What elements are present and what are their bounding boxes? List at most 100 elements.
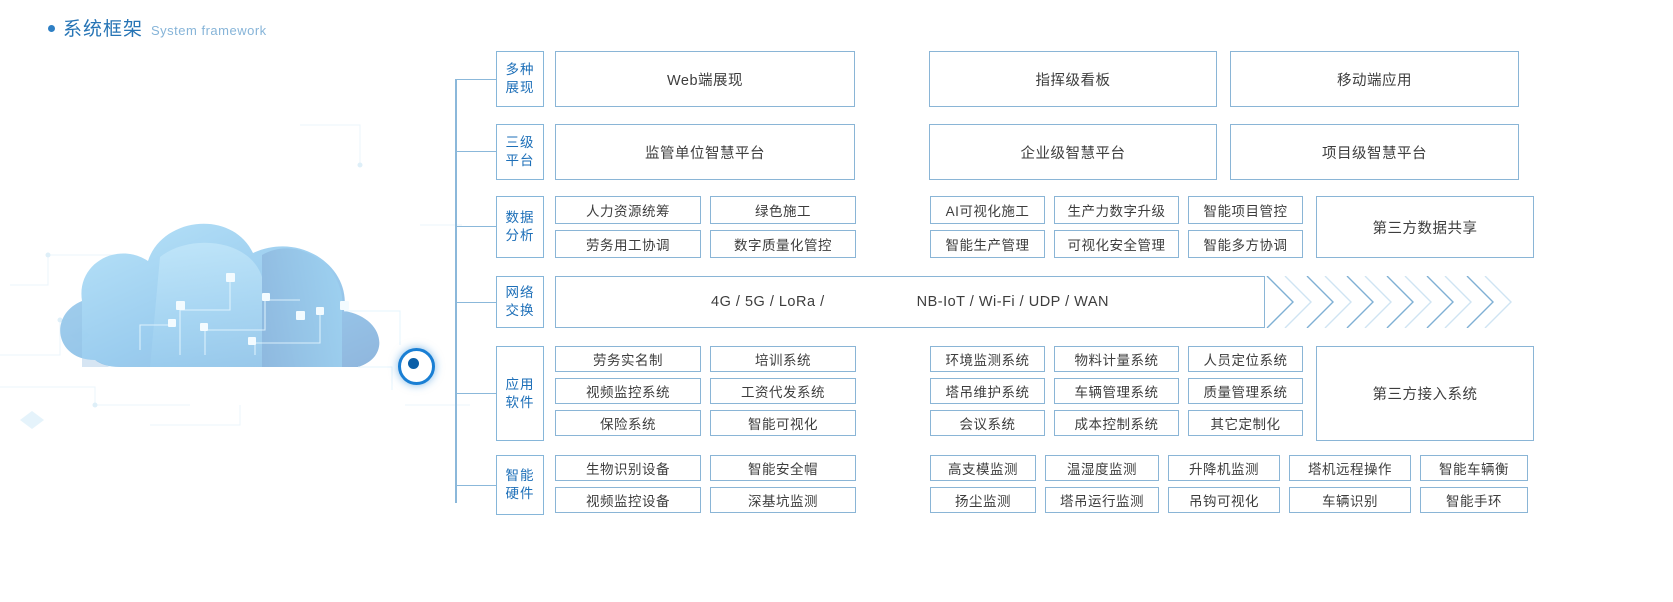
cell-supervision-platform[interactable]: 监管单位智慧平台 [555,124,855,180]
category-line-2: 软件 [505,394,535,410]
branch-line-data-analysis [455,226,496,227]
branch-line-presentation [455,79,496,80]
network-protocols-left: 4G / 5G / LoRa / [711,294,825,310]
cell-labor-coordination[interactable]: 劳务用工协调 [555,230,701,258]
cell-temp-humidity-monitoring[interactable]: 温湿度监测 [1045,455,1159,481]
cell-hoist-monitoring[interactable]: 升降机监测 [1168,455,1280,481]
cell-material-metering[interactable]: 物料计量系统 [1054,346,1179,372]
group-data-analysis-col2: 绿色施工 数字质量化管控 [710,196,856,258]
group-data-analysis-col5: 智能项目管控 智能多方协调 [1188,196,1303,258]
page-title: 系统框架 [63,19,144,40]
cell-smart-production-mgmt[interactable]: 智能生产管理 [930,230,1045,258]
cell-tower-remote-operation[interactable]: 塔机远程操作 [1289,455,1411,481]
cell-third-party-data-sharing[interactable]: 第三方数据共享 [1316,196,1534,258]
cell-green-construction[interactable]: 绿色施工 [710,196,856,224]
group-data-analysis-col3: AI可视化施工 智能生产管理 [930,196,1045,258]
cell-smart-weighbridge[interactable]: 智能车辆衡 [1420,455,1528,481]
diagram-spine [455,79,457,503]
category-network-exchange: 网络 交换 [496,276,544,328]
category-line-1: 应用 [505,376,535,392]
group-hw-col4: 温湿度监测 塔吊运行监测 [1045,455,1159,515]
cell-hook-visualization[interactable]: 吊钩可视化 [1168,487,1280,513]
network-protocols-right: NB-IoT / Wi-Fi / UDP / WAN [916,294,1109,310]
cell-web-display[interactable]: Web端展现 [555,51,855,107]
cell-video-surveillance-system[interactable]: 视频监控系统 [555,378,701,404]
cell-digital-quality-control[interactable]: 数字质量化管控 [710,230,856,258]
page-header: 系统框架 System framework [48,14,267,41]
branch-line-platform [455,151,496,152]
cell-video-surveillance-device[interactable]: 视频监控设备 [555,487,701,513]
cell-enterprise-platform[interactable]: 企业级智慧平台 [929,124,1217,180]
cell-biometric-device[interactable]: 生物识别设备 [555,455,701,481]
group-hw-col2: 智能安全帽 深基坑监测 [710,455,856,515]
category-line-1: 网络 [505,285,535,300]
network-flow-arrows [1265,276,1550,328]
chevron-arrow-group-icon [1266,276,1512,328]
cell-smart-helmet[interactable]: 智能安全帽 [710,455,856,481]
group-app-col5: 人员定位系统 质量管理系统 其它定制化 [1188,346,1303,441]
cell-productivity-upgrade[interactable]: 生产力数字升级 [1054,196,1179,224]
cell-smart-visualization[interactable]: 智能可视化 [710,410,856,436]
row-three-level-platform: 三级 平台 监管单位智慧平台 企业级智慧平台 项目级智慧平台 [496,124,1519,180]
row-application-software: 应用 软件 劳务实名制 视频监控系统 保险系统 培训系统 工资代发系统 智能可视… [496,346,1534,441]
group-hw-col3: 高支模监测 扬尘监测 [930,455,1036,515]
group-data-analysis-col4: 生产力数字升级 可视化安全管理 [1054,196,1179,258]
category-line-2: 分析 [505,228,535,243]
cell-high-formwork-monitoring[interactable]: 高支模监测 [930,455,1036,481]
category-line-1: 三级 [505,135,535,150]
row-smart-hardware: 智能 硬件 生物识别设备 视频监控设备 智能安全帽 深基坑监测 高支模监测 扬尘… [496,455,1528,515]
row-presentation: 多种 展现 Web端展现 指挥级看板 移动端应用 [496,51,1519,107]
group-hw-col7: 智能车辆衡 智能手环 [1420,455,1528,515]
cloud-connection-node-icon [398,348,435,385]
category-line-1: 多种 [505,62,535,77]
cell-command-dashboard[interactable]: 指挥级看板 [929,51,1217,107]
cell-vehicle-management[interactable]: 车辆管理系统 [1054,378,1179,404]
cell-crane-operation-monitoring[interactable]: 塔吊运行监测 [1045,487,1159,513]
cell-visual-safety-mgmt[interactable]: 可视化安全管理 [1054,230,1179,258]
cell-hr-coordination[interactable]: 人力资源统筹 [555,196,701,224]
group-hw-col1: 生物识别设备 视频监控设备 [555,455,701,515]
cell-deep-foundation-monitoring[interactable]: 深基坑监测 [710,487,856,513]
group-app-col3: 环境监测系统 塔吊维护系统 会议系统 [930,346,1045,441]
cell-third-party-access-system[interactable]: 第三方接入系统 [1316,346,1534,441]
cell-project-platform[interactable]: 项目级智慧平台 [1230,124,1519,180]
cell-environment-monitoring[interactable]: 环境监测系统 [930,346,1045,372]
category-line-2: 平台 [505,153,535,168]
circuit-lines-icon [0,124,470,429]
cell-cost-control[interactable]: 成本控制系统 [1054,410,1179,436]
cell-crane-maintenance[interactable]: 塔吊维护系统 [930,378,1045,404]
group-app-col1: 劳务实名制 视频监控系统 保险系统 [555,346,701,441]
cell-labor-real-name[interactable]: 劳务实名制 [555,346,701,372]
cell-meeting-system[interactable]: 会议系统 [930,410,1045,436]
category-data-analysis: 数据 分析 [496,196,544,258]
page-subtitle: System framework [151,23,267,38]
cell-insurance-system[interactable]: 保险系统 [555,410,701,436]
cell-vehicle-recognition[interactable]: 车辆识别 [1289,487,1411,513]
cell-other-customization[interactable]: 其它定制化 [1188,410,1303,436]
category-line-1: 数据 [505,210,535,225]
group-app-col4: 物料计量系统 车辆管理系统 成本控制系统 [1054,346,1179,441]
cell-payroll-system[interactable]: 工资代发系统 [710,378,856,404]
cell-smart-wristband[interactable]: 智能手环 [1420,487,1528,513]
cell-dust-monitoring[interactable]: 扬尘监测 [930,487,1036,513]
category-line-1: 智能 [505,468,535,483]
cell-personnel-positioning[interactable]: 人员定位系统 [1188,346,1303,372]
category-line-2: 展现 [505,80,535,95]
category-presentation: 多种 展现 [496,51,544,107]
bullet-dot-icon [48,25,55,32]
cell-quality-management[interactable]: 质量管理系统 [1188,378,1303,404]
category-line-2: 硬件 [505,486,535,501]
cell-mobile-app[interactable]: 移动端应用 [1230,51,1519,107]
group-hw-col5: 升降机监测 吊钩可视化 [1168,455,1280,515]
cell-smart-multiparty-coord[interactable]: 智能多方协调 [1188,230,1303,258]
cell-training-system[interactable]: 培训系统 [710,346,856,372]
cell-ai-visual-construction[interactable]: AI可视化施工 [930,196,1045,224]
category-smart-hardware: 智能 硬件 [496,455,544,515]
category-line-2: 交换 [505,303,535,318]
branch-line-application [455,393,496,394]
cloud-computing-graphic [0,105,470,435]
group-app-col2: 培训系统 工资代发系统 智能可视化 [710,346,856,441]
cell-smart-project-control[interactable]: 智能项目管控 [1188,196,1303,224]
cell-network-protocols[interactable]: 4G / 5G / LoRa / NB-IoT / Wi-Fi / UDP / … [555,276,1265,328]
